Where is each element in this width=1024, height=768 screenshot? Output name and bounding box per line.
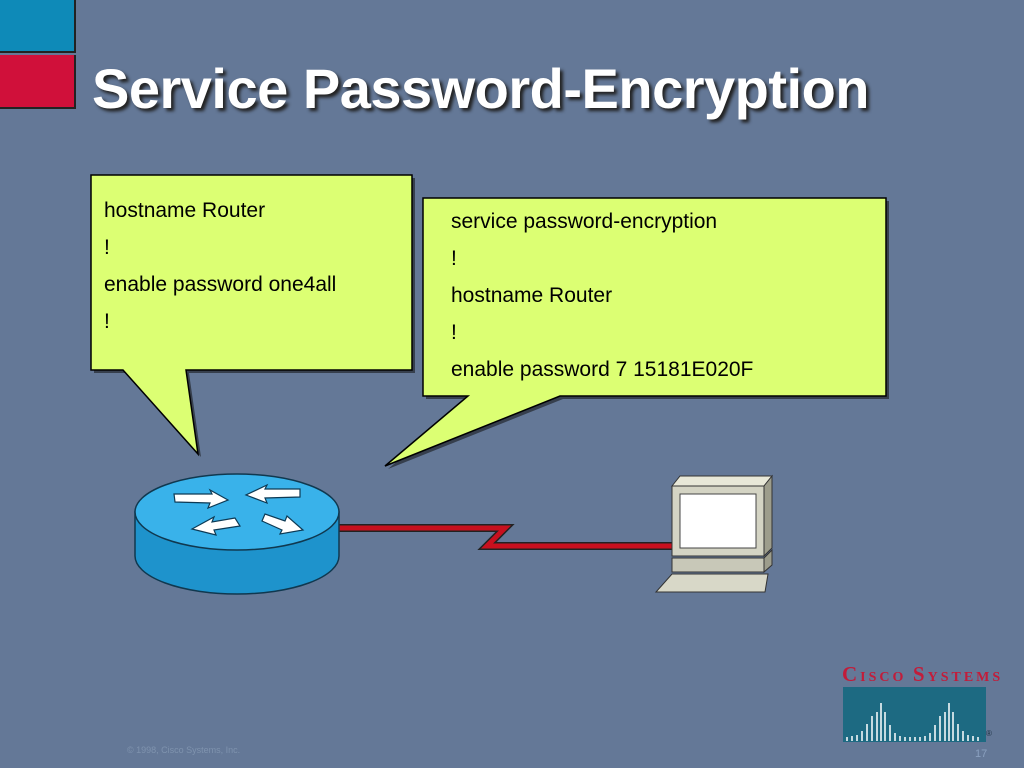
wordmark-initial-s: S <box>912 662 928 686</box>
slide-page-number: 17 <box>975 748 988 760</box>
footer-copyright: © 1998, Cisco Systems, Inc. <box>127 745 241 755</box>
config-line: ! <box>451 247 457 270</box>
left-callout-bubble <box>90 174 415 457</box>
config-line: ! <box>451 321 457 344</box>
cisco-logo-graphic <box>843 687 986 742</box>
config-line: ! <box>104 310 110 333</box>
computer-terminal-icon <box>654 474 774 593</box>
serial-link-zigzag <box>338 524 680 550</box>
config-line: hostname Router <box>451 284 613 307</box>
registered-mark: ® <box>986 729 992 738</box>
slide-title: Service Password-Encryption <box>92 57 870 120</box>
config-line: service password-encryption <box>451 210 718 233</box>
wordmark-rest-ystems: YSTEMS <box>927 670 1004 685</box>
wordmark-rest-isco: ISCO <box>860 670 913 685</box>
router-icon <box>134 473 340 595</box>
corner-accent-red <box>0 55 76 109</box>
corner-accent-blue <box>0 0 76 53</box>
cisco-systems-wordmark: CISCO SYSTEMS <box>842 662 1000 687</box>
left-callout-config: hostname Router ! enable password one4al… <box>104 192 336 340</box>
config-line: hostname Router <box>104 199 266 222</box>
wordmark-initial-c: C <box>842 662 861 686</box>
config-line: enable password one4all <box>104 273 337 296</box>
config-line: enable password 7 15181E020F <box>451 358 754 381</box>
config-line: ! <box>104 236 110 259</box>
right-callout-bubble <box>384 197 889 469</box>
right-callout-config: service password-encryption ! hostname R… <box>451 203 753 388</box>
